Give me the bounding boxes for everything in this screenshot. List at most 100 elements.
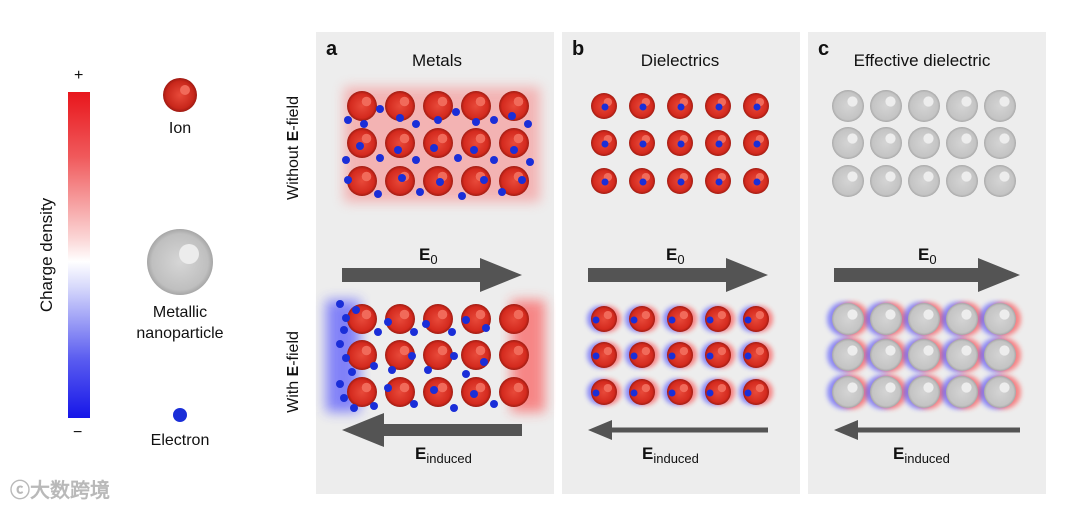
electron (745, 353, 752, 360)
panel-dielectrics: b Dielectrics E0 Einduced (562, 32, 800, 494)
electron (754, 179, 761, 186)
electron (376, 105, 384, 113)
electron (388, 366, 396, 374)
electron (526, 158, 534, 166)
nanoparticle-highlight (961, 382, 971, 392)
ion-highlight (604, 384, 612, 392)
electron (340, 326, 348, 334)
nanoparticle-highlight (885, 96, 895, 106)
ion-highlight (680, 311, 688, 319)
charge-density-colorbar (68, 92, 90, 418)
electron (602, 141, 609, 148)
nanoparticle (984, 127, 1016, 159)
ion (347, 91, 377, 121)
electron (602, 104, 609, 111)
nanoparticle (832, 127, 864, 159)
electron (424, 366, 432, 374)
ion-highlight (476, 383, 486, 393)
electron (360, 120, 368, 128)
electron (384, 384, 392, 392)
ion-highlight (400, 97, 410, 107)
nanoparticle-highlight (923, 133, 933, 143)
electron (458, 192, 466, 200)
nanoparticle-highlight (885, 171, 895, 181)
nanoparticle (908, 376, 940, 408)
nanoparticle-highlight (961, 345, 971, 355)
electron (669, 390, 676, 397)
electron (450, 404, 458, 412)
nanoparticle (870, 376, 902, 408)
e-induced-label: Einduced (415, 444, 472, 466)
ion-highlight (400, 346, 410, 356)
electron (370, 362, 378, 370)
electron (462, 370, 470, 378)
nanoparticle-highlight (885, 309, 895, 319)
electron (410, 328, 418, 336)
ion (499, 304, 529, 334)
electron (707, 390, 714, 397)
nanoparticle-highlight (961, 96, 971, 106)
electron (707, 317, 714, 324)
electron (430, 386, 438, 394)
nanoparticle-legend-label-line1: Metallic (110, 304, 250, 322)
electron (631, 390, 638, 397)
nanoparticle (832, 303, 864, 335)
electron (510, 146, 518, 154)
ion-highlight (476, 134, 486, 144)
e0-label: E0 (419, 245, 438, 267)
ion-highlight (756, 311, 764, 319)
ion-highlight (680, 347, 688, 355)
ion-highlight (718, 384, 726, 392)
nanoparticle-highlight (961, 133, 971, 143)
electron (344, 116, 352, 124)
electron (342, 156, 350, 164)
ion-highlight (604, 311, 612, 319)
colorbar-minus-sign: − (73, 425, 82, 441)
panel-metals: a Metals E0 Einduced (316, 32, 554, 494)
nanoparticle (832, 90, 864, 122)
electron (412, 156, 420, 164)
ion (423, 304, 453, 334)
nanoparticle (908, 165, 940, 197)
e-induced-arrow (342, 413, 522, 447)
nanoparticle-highlight (847, 133, 857, 143)
nanoparticle (946, 127, 978, 159)
nanoparticle-highlight (847, 96, 857, 106)
ion-highlight (476, 97, 486, 107)
electron (344, 176, 352, 184)
electron (470, 146, 478, 154)
ion-highlight (514, 346, 524, 356)
electron (384, 318, 392, 326)
electron (631, 353, 638, 360)
electron (707, 353, 714, 360)
ion (423, 377, 453, 407)
electron (518, 176, 526, 184)
electron (472, 118, 480, 126)
nanoparticle (984, 303, 1016, 335)
e-induced-arrow (588, 420, 768, 440)
nanoparticle-highlight (961, 171, 971, 181)
electron (450, 352, 458, 360)
ion-highlight (756, 347, 764, 355)
electron (436, 178, 444, 186)
ion-highlight (514, 383, 524, 393)
ion-highlight (362, 134, 372, 144)
ion-legend-label: Ion (150, 120, 210, 138)
electron (412, 120, 420, 128)
electron (480, 176, 488, 184)
electron (678, 141, 685, 148)
nanoparticle-highlight (885, 345, 895, 355)
ion-highlight (514, 134, 524, 144)
ion-highlight (438, 383, 448, 393)
nanoparticle-highlight (847, 382, 857, 392)
electron (745, 390, 752, 397)
electron (678, 104, 685, 111)
electron (434, 116, 442, 124)
ion-highlight (756, 384, 764, 392)
electron (356, 142, 364, 150)
metallic-nanoparticle-legend-icon (144, 226, 216, 298)
ion-highlight (362, 97, 372, 107)
electron-legend-label: Electron (130, 432, 230, 450)
ion (385, 128, 415, 158)
electron (508, 112, 516, 120)
